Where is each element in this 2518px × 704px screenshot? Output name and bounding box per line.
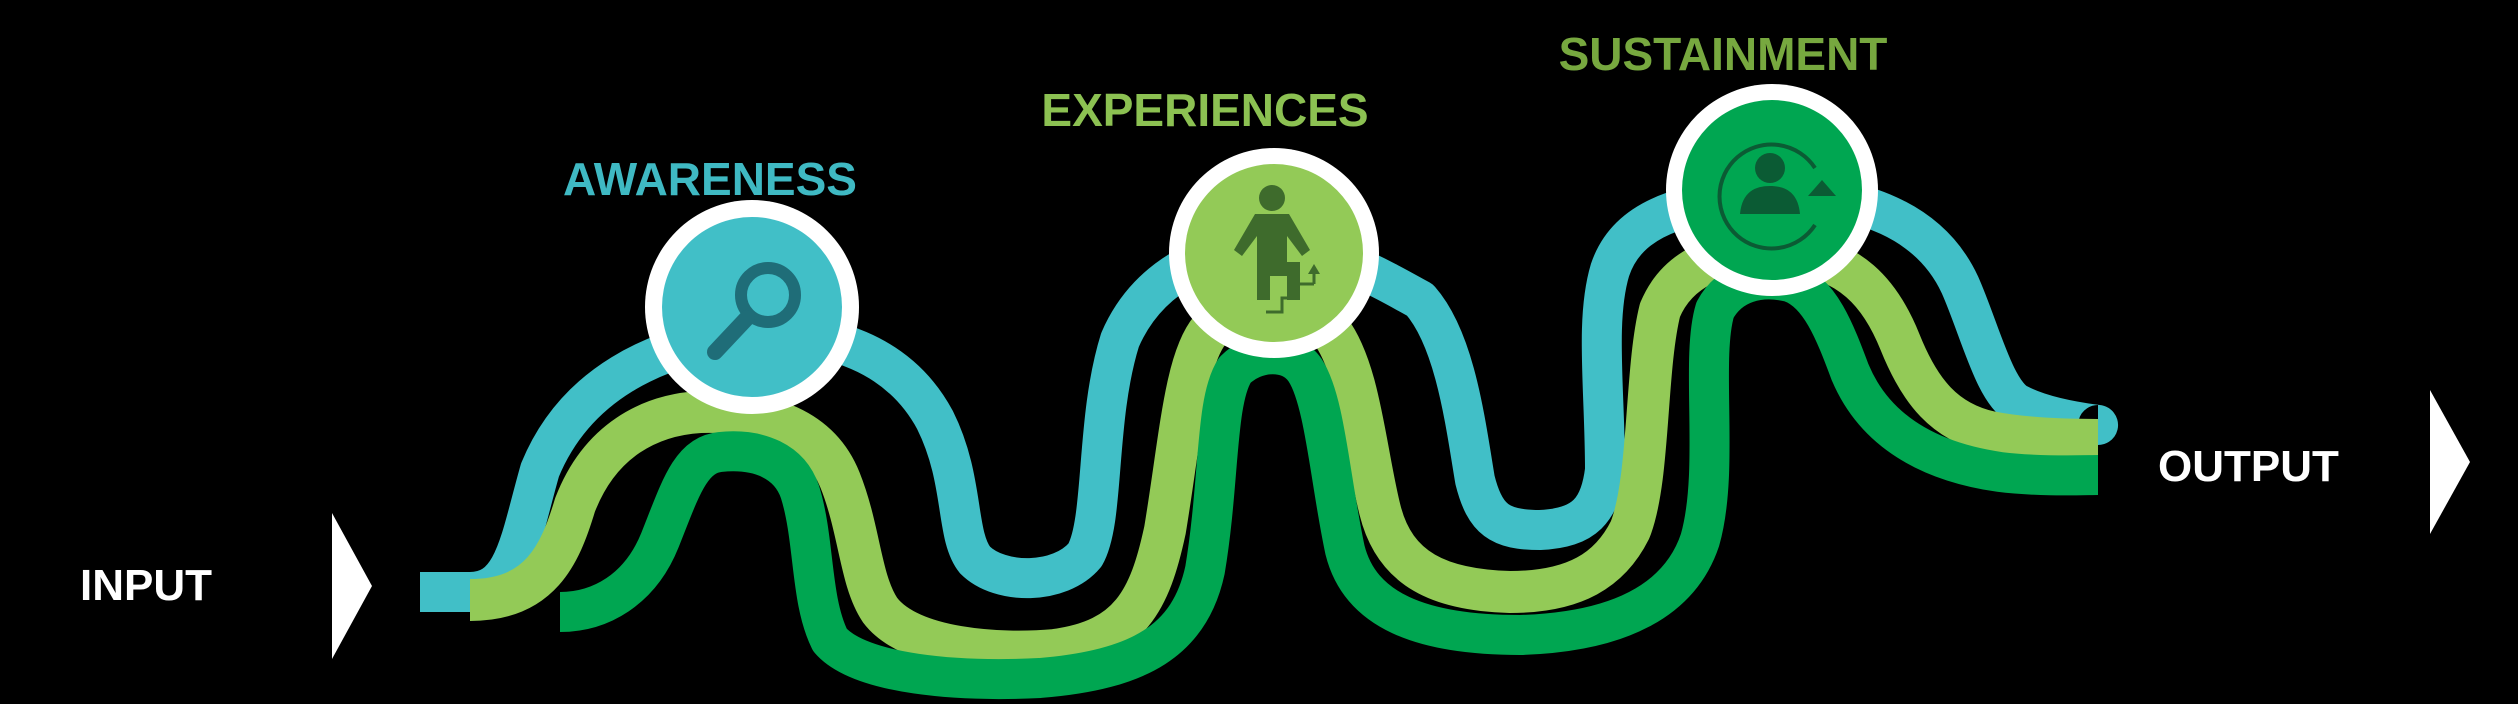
input-arrow-icon bbox=[332, 513, 372, 659]
output-arrow-icon bbox=[2430, 390, 2470, 534]
stage-experiences: EXPERIENCES bbox=[1041, 84, 1379, 358]
stage-label-experiences: EXPERIENCES bbox=[1041, 84, 1368, 136]
magnifier-icon bbox=[707, 262, 801, 360]
input-label: INPUT bbox=[80, 561, 212, 610]
stage-label-awareness: AWARENESS bbox=[563, 153, 857, 205]
stage-awareness: AWARENESS bbox=[563, 153, 859, 414]
output-label: OUTPUT bbox=[2158, 442, 2339, 491]
person-climbing-stairs-icon bbox=[1234, 185, 1320, 314]
stage-label-sustainment: SUSTAINMENT bbox=[1559, 28, 1888, 80]
stage-sustainment: SUSTAINMENT bbox=[1559, 28, 1888, 296]
person-cycle-icon bbox=[1717, 142, 1836, 251]
stage-circle-awareness bbox=[662, 217, 842, 397]
